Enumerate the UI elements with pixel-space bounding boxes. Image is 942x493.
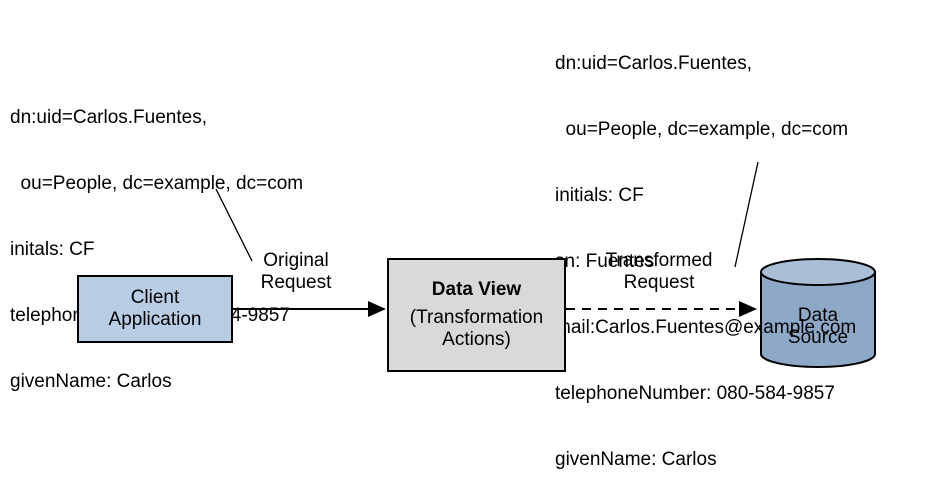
- transformed-entry-line: ou=People, dc=example, dc=com: [555, 119, 849, 140]
- original-request-label-line1: Original: [263, 250, 329, 271]
- transformed-request-label-line1: Transformed: [605, 250, 713, 271]
- original-entry-line: ou=People, dc=example, dc=com: [10, 173, 304, 194]
- original-entry-line: givenName: Carlos: [10, 371, 172, 392]
- cylinder-body: [760, 272, 876, 368]
- cylinder-top: [760, 258, 876, 286]
- data-view-subtitle-line1: (Transformation: [409, 307, 544, 328]
- transformed-entry-line: givenName: Carlos: [555, 449, 717, 470]
- original-leader-line: [215, 188, 253, 262]
- original-request-label-line2: Request: [260, 272, 332, 293]
- data-source-cylinder: [760, 258, 876, 368]
- transformed-entry-line: dn:uid=Carlos.Fuentes,: [555, 53, 752, 74]
- client-application-label-line2: Application: [108, 309, 202, 330]
- transformed-entry-line: telephoneNumber: 080-584-9857: [555, 383, 835, 404]
- transformed-leader-line: [734, 161, 759, 268]
- data-view-subtitle-line2: Actions): [442, 329, 511, 350]
- transformed-request-label-line2: Request: [623, 272, 695, 293]
- data-view-title: Data View: [431, 279, 522, 300]
- original-request-label: Original Request: [248, 250, 344, 294]
- data-view-box: Data View (Transformation Actions): [387, 258, 566, 372]
- data-source-label-line1: Data: [797, 305, 839, 326]
- original-entry-text: dn:uid=Carlos.Fuentes, ou=People, dc=exa…: [10, 63, 303, 415]
- data-source-label-line2: Source: [787, 327, 849, 348]
- original-request-arrowhead: [368, 301, 386, 317]
- transformed-entry-line: initials: CF: [555, 185, 644, 206]
- client-application-box: Client Application: [77, 275, 233, 343]
- original-entry-line: initals: CF: [10, 239, 95, 260]
- transformed-request-arrowhead: [739, 301, 757, 317]
- transformed-entry-line: mail:Carlos.Fuentes@example.com: [555, 317, 857, 338]
- transformed-request-label: Transformed Request: [590, 250, 728, 294]
- data-source-label: Data Source: [761, 305, 875, 349]
- original-entry-line: dn:uid=Carlos.Fuentes,: [10, 107, 207, 128]
- transformed-entry-line: sn: Fuentes: [555, 251, 655, 272]
- diagram-canvas: [215, 161, 876, 368]
- client-application-label-line1: Client: [130, 287, 180, 308]
